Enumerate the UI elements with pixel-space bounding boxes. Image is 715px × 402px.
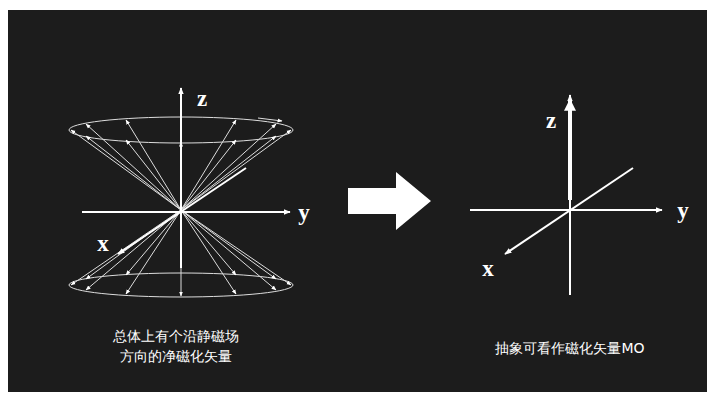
axis-label: x: [97, 232, 109, 255]
axis-label: z: [546, 109, 556, 132]
right-axes: [470, 95, 662, 295]
axis-label: z: [197, 87, 207, 110]
magnetization-vector: [568, 100, 572, 200]
axis-label: y: [677, 199, 689, 222]
left-axes: [82, 88, 290, 268]
transition-arrow: [348, 172, 431, 230]
axis-label: y: [298, 201, 310, 224]
figure-caption: 抽象可看作磁化矢量MO: [495, 338, 644, 358]
figure-caption: 总体上有个沿静磁场 方向的净磁化矢量: [111, 326, 241, 367]
axis-label: x: [482, 257, 494, 280]
